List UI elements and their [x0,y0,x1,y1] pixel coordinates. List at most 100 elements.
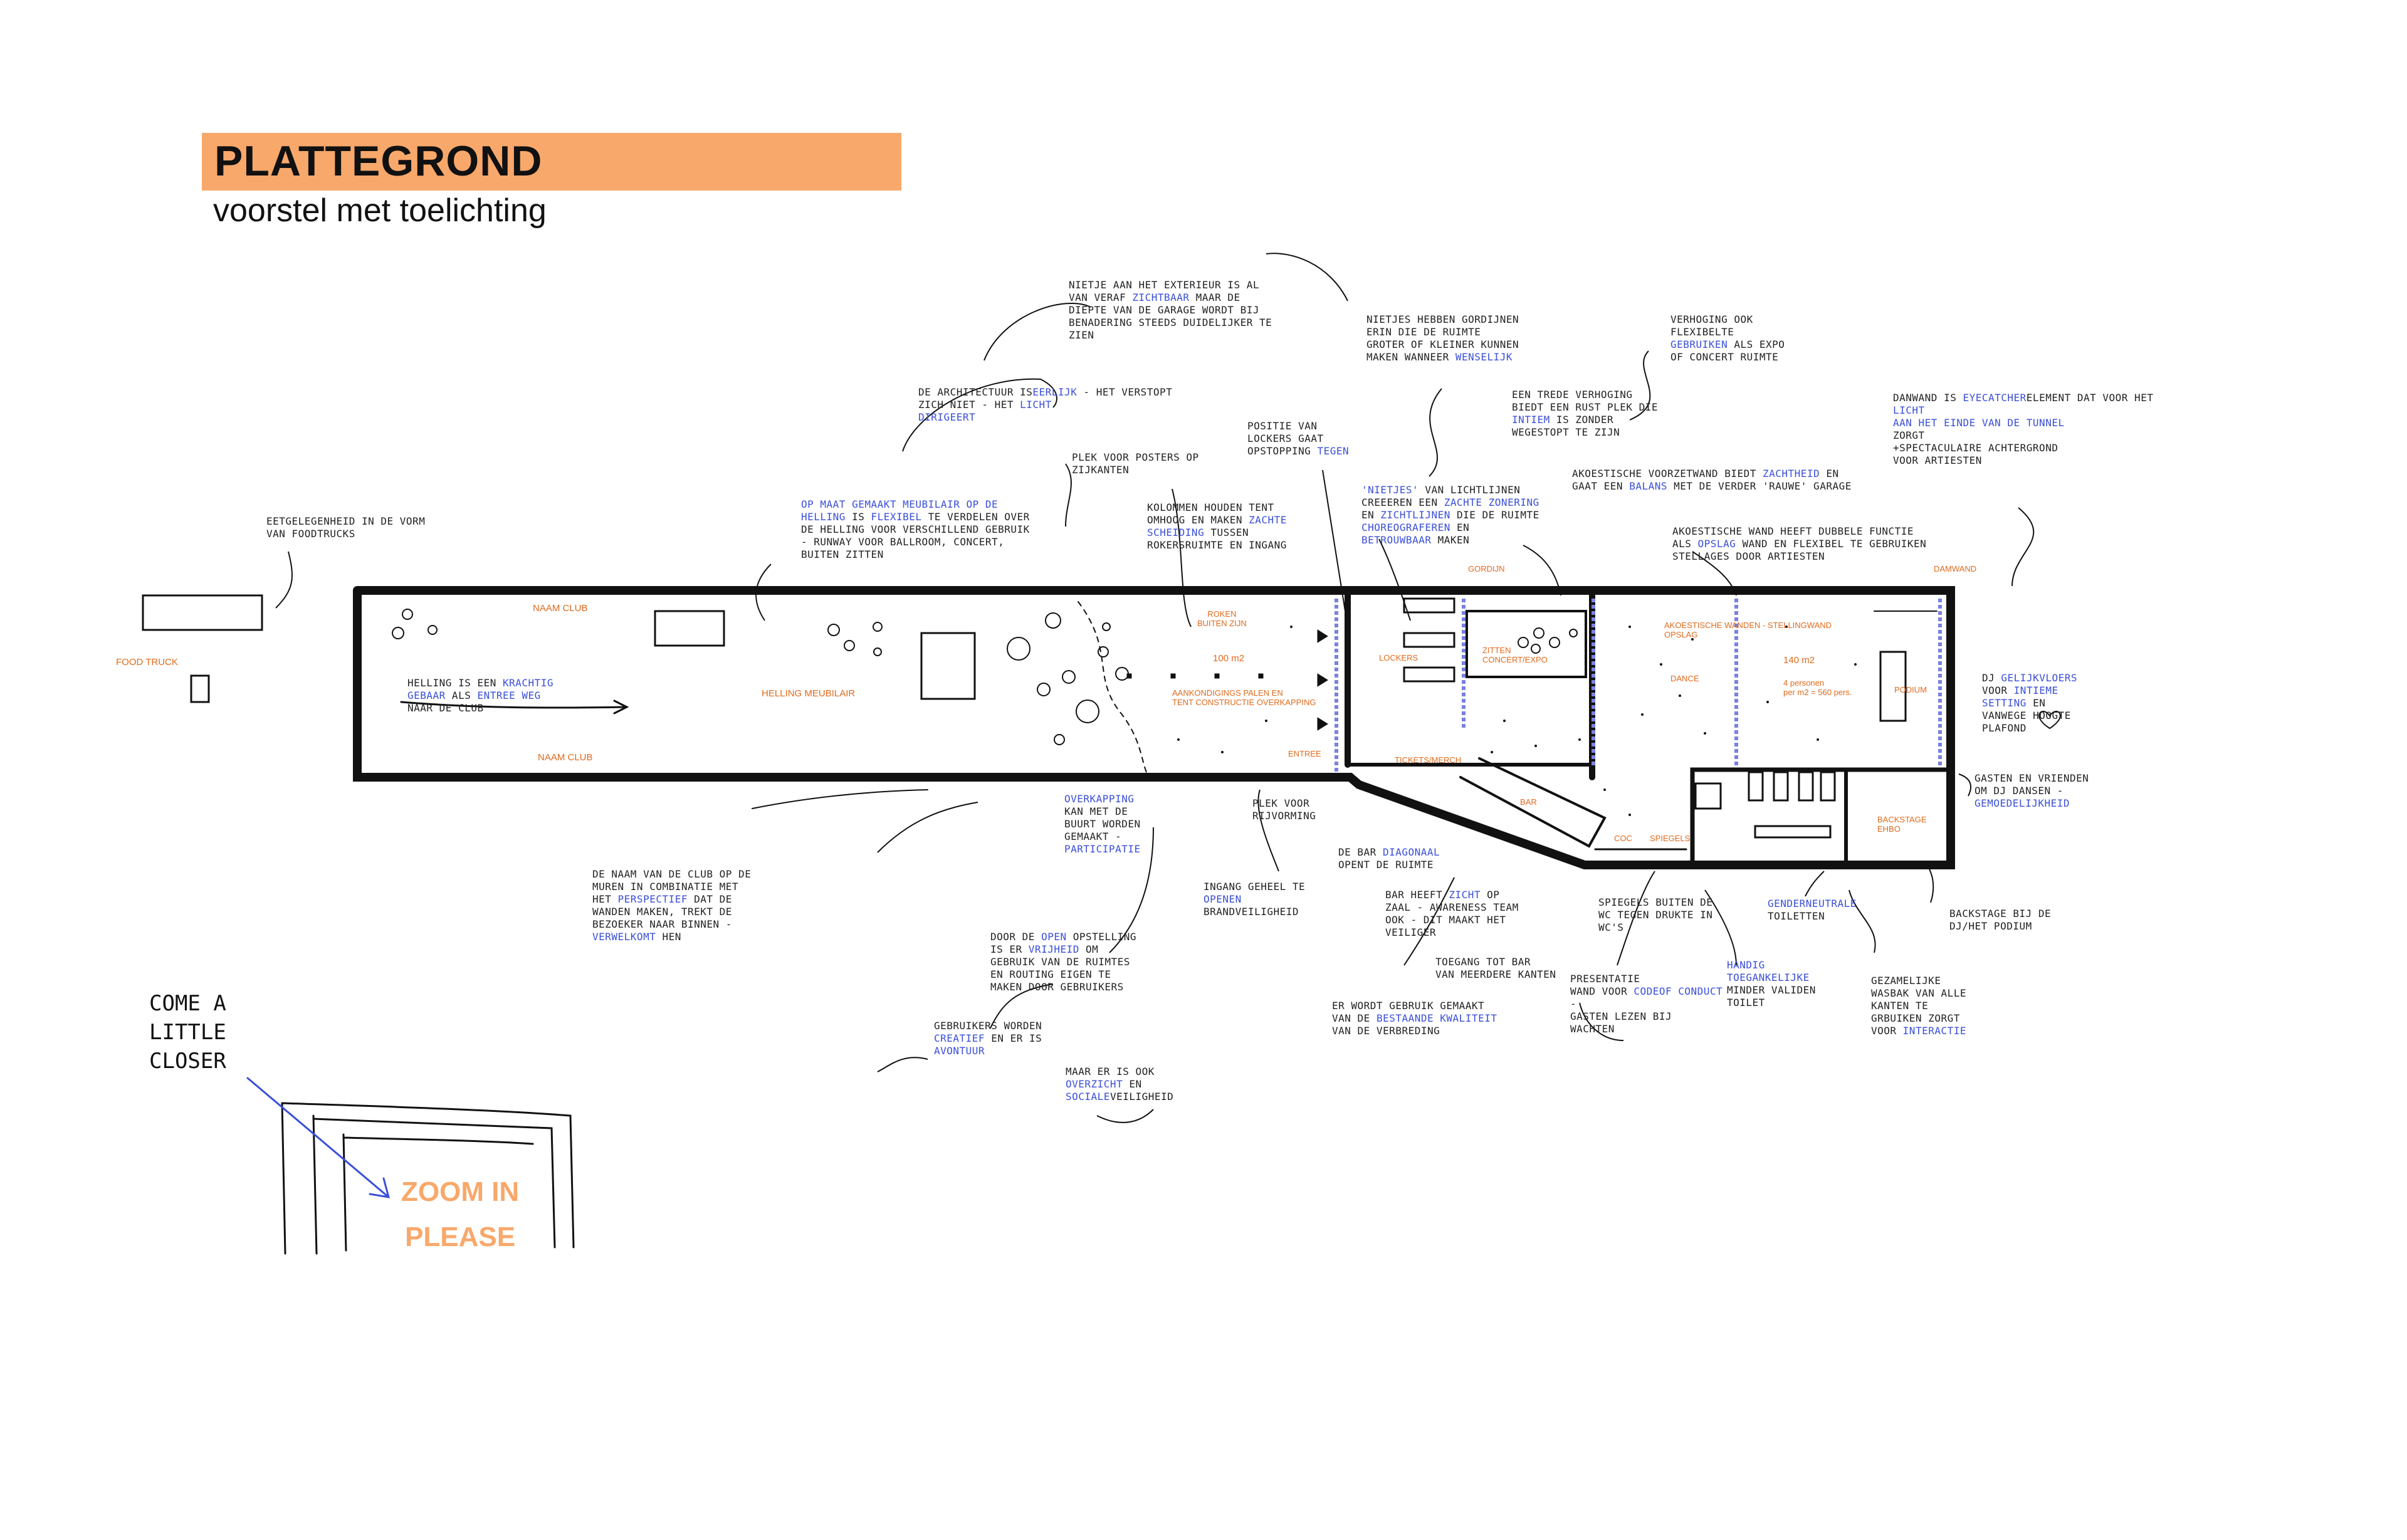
annotation-text: BACKSTAGE BIJ DE [1949,908,2052,919]
annotation-text: VERWELKOMT [592,931,656,943]
leader-line-11 [1172,488,1192,627]
annotation-text: ZICHTLIJNEN [1380,509,1450,521]
annotation-text: TEGEN [1311,445,1350,457]
annotation-text: ZICH NIET - HET [918,399,1020,411]
crowd-dot [1491,751,1493,753]
annotation-text: WC TEGEN DRUKTE IN [1598,909,1713,921]
annotation-text: VAN LICHTLIJNEN [1419,484,1521,496]
annotation-text: SOCIALE [1066,1091,1110,1103]
annotation-text: AVONTUUR [934,1045,985,1057]
leader-line-22 [990,983,1054,1029]
plan-table-15 [1115,667,1129,681]
annotation-text: DE BAR [1338,846,1383,858]
annotation-text: HELLING [801,511,846,523]
annotation-text: INTIEM [1512,414,1550,426]
zoom-in-text: ZOOM IN PLEASE [401,1176,520,1252]
annotation-text: OOK - DIT MAAKT HET [1385,914,1506,926]
annotation-text: EN ROUTING EIGEN TE [990,968,1111,980]
annotation-text: SETTING [1982,697,2027,709]
annotation-text: POSITIE VAN [1247,420,1318,432]
annotation-text: IS ER [990,943,1029,955]
title-bar [202,133,901,191]
label-food-truck: FOOD TRUCK [116,657,178,668]
leader-line-1 [983,302,1091,361]
annotation-text: WEGESTOPT TE ZIJN [1512,426,1620,438]
annotation-text: GEBRUIK VAN DE RUIMTES [990,956,1130,968]
annotation-text: EN ER IS [985,1032,1042,1044]
annotation-text: NIETJE AAN HET EXTERIEUR IS AL [1069,279,1259,291]
plan-food-truck-1 [142,594,263,631]
crowd-dot [1766,701,1769,703]
annotation-text: FLEXIBELTE [1670,326,1734,338]
annotation-text: ER WORDT GEBRUIK GEMAAKT [1332,1000,1485,1012]
annotation-text: OM DJ DANSEN - [1974,785,2064,797]
annotation-text: HANDIG [1727,959,1765,971]
label-gordijn: GORDIJN [1468,564,1505,574]
annotation-text: PLEK VOOR POSTERS OP [1072,451,1199,463]
entrance-arrow-1 [1317,629,1328,643]
annotation-text: DJ [1982,672,2001,684]
plan-seating-platform [1466,610,1587,678]
leader-line-3 [902,378,1057,452]
annotation-text: WANDEN MAKEN, TREKT DE [592,906,732,918]
plan-wall-outline [353,586,1955,869]
annotation-text: MAAR ER IS OOK [1066,1066,1155,1077]
annotation-text: VANWEGE HOOGTE [1982,710,2071,721]
annotation-text: +SPECTACULAIRE ACHTERGROND [1893,442,2058,454]
crowd-dot [1628,626,1631,628]
plan-ramp-arrow-1 [400,699,629,715]
annotation-text: ALS [445,689,478,701]
annotation-text: LICHT [1020,399,1052,411]
plan-seat-3 [1549,637,1560,648]
annotation-text: KOLOMMEN HOUDEN TENT [1147,501,1274,513]
plan-table-1 [402,609,413,620]
annotation-text: KANTEN TE [1871,1000,1929,1012]
annotation-text: KAN MET DE [1064,805,1128,817]
annotation-text: ALS [1672,538,1698,550]
annotation-text: GAAT EEN [1572,480,1630,492]
label-helling-meubilair: HELLING MEUBILAIR [762,688,856,699]
annotation-text: SPIEGELS BUITEN DE [1598,896,1713,908]
plan-ramp-arrow-2 [752,789,928,809]
plan-podium [1879,651,1907,722]
annotation-text: GENDERNEUTRALE [1768,898,1857,909]
annotation-text: OM [1079,943,1099,955]
annotation-text: CREEEREN EEN [1361,496,1444,508]
annotation-text: VAN DE [1332,1012,1377,1024]
plan-table-4 [827,624,840,636]
crowd-dot [1691,638,1694,641]
plan-seat-5 [1531,644,1541,654]
plan-toilet-5 [1820,771,1836,802]
annotation-text: DAT DE [688,893,732,905]
annotation-text: NIETJES HEBBEN GORDIJNEN [1366,313,1519,325]
annotation-text: - HET VERSTOPT [1077,386,1173,398]
plan-food-truck-2 [190,674,210,703]
leader-line-24 [1096,1109,1154,1123]
crowd-dot [1679,694,1681,697]
plan-seat-1 [1518,637,1529,648]
label-damwand: DAMWAND [1934,564,1977,574]
annotation-text: DE NAAM VAN DE CLUB OP DE [592,868,752,880]
plan-toilet-4 [1798,771,1814,802]
annotation-text: OPSTELLING [1066,931,1137,943]
crowd-dot [1221,751,1224,753]
plan-table-6 [844,640,855,651]
leader-line-10 [755,563,772,621]
annotation-text: INTERACTIE [1902,1025,1966,1037]
annotation-text: GEBRUIKEN [1670,338,1728,350]
annotation-text: OPSTOPPING [1247,445,1311,457]
label-capacity: 4 personen per m2 = 560 pers. [1783,678,1852,697]
annotation-text: VEILIGHEID [1109,1091,1174,1103]
